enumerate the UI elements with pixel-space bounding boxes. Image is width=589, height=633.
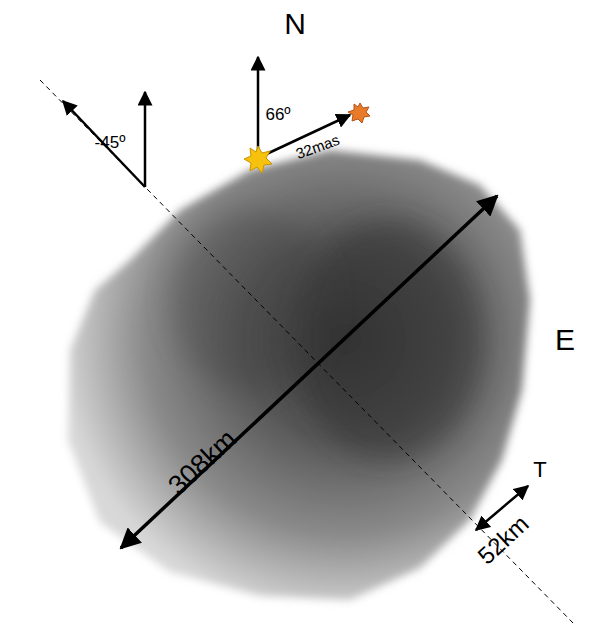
- dashed-axis: [40, 80, 575, 625]
- dimension-arrow: [121, 196, 497, 548]
- angle-label: 66º: [265, 106, 290, 123]
- angle-arrow: [63, 101, 145, 187]
- north-arrow: [257, 57, 260, 158]
- asteroid-shading: [295, 220, 485, 460]
- asteroid-shape: [68, 150, 530, 600]
- dimension-label: 52km: [473, 511, 532, 569]
- compass-label: N: [284, 9, 306, 39]
- angle-label: -45º: [95, 134, 126, 151]
- star-symbol: [244, 146, 272, 173]
- compass-label: E: [555, 325, 575, 355]
- star-symbol: [348, 103, 370, 123]
- point-label: T: [533, 459, 546, 481]
- north-arrow: [144, 92, 147, 187]
